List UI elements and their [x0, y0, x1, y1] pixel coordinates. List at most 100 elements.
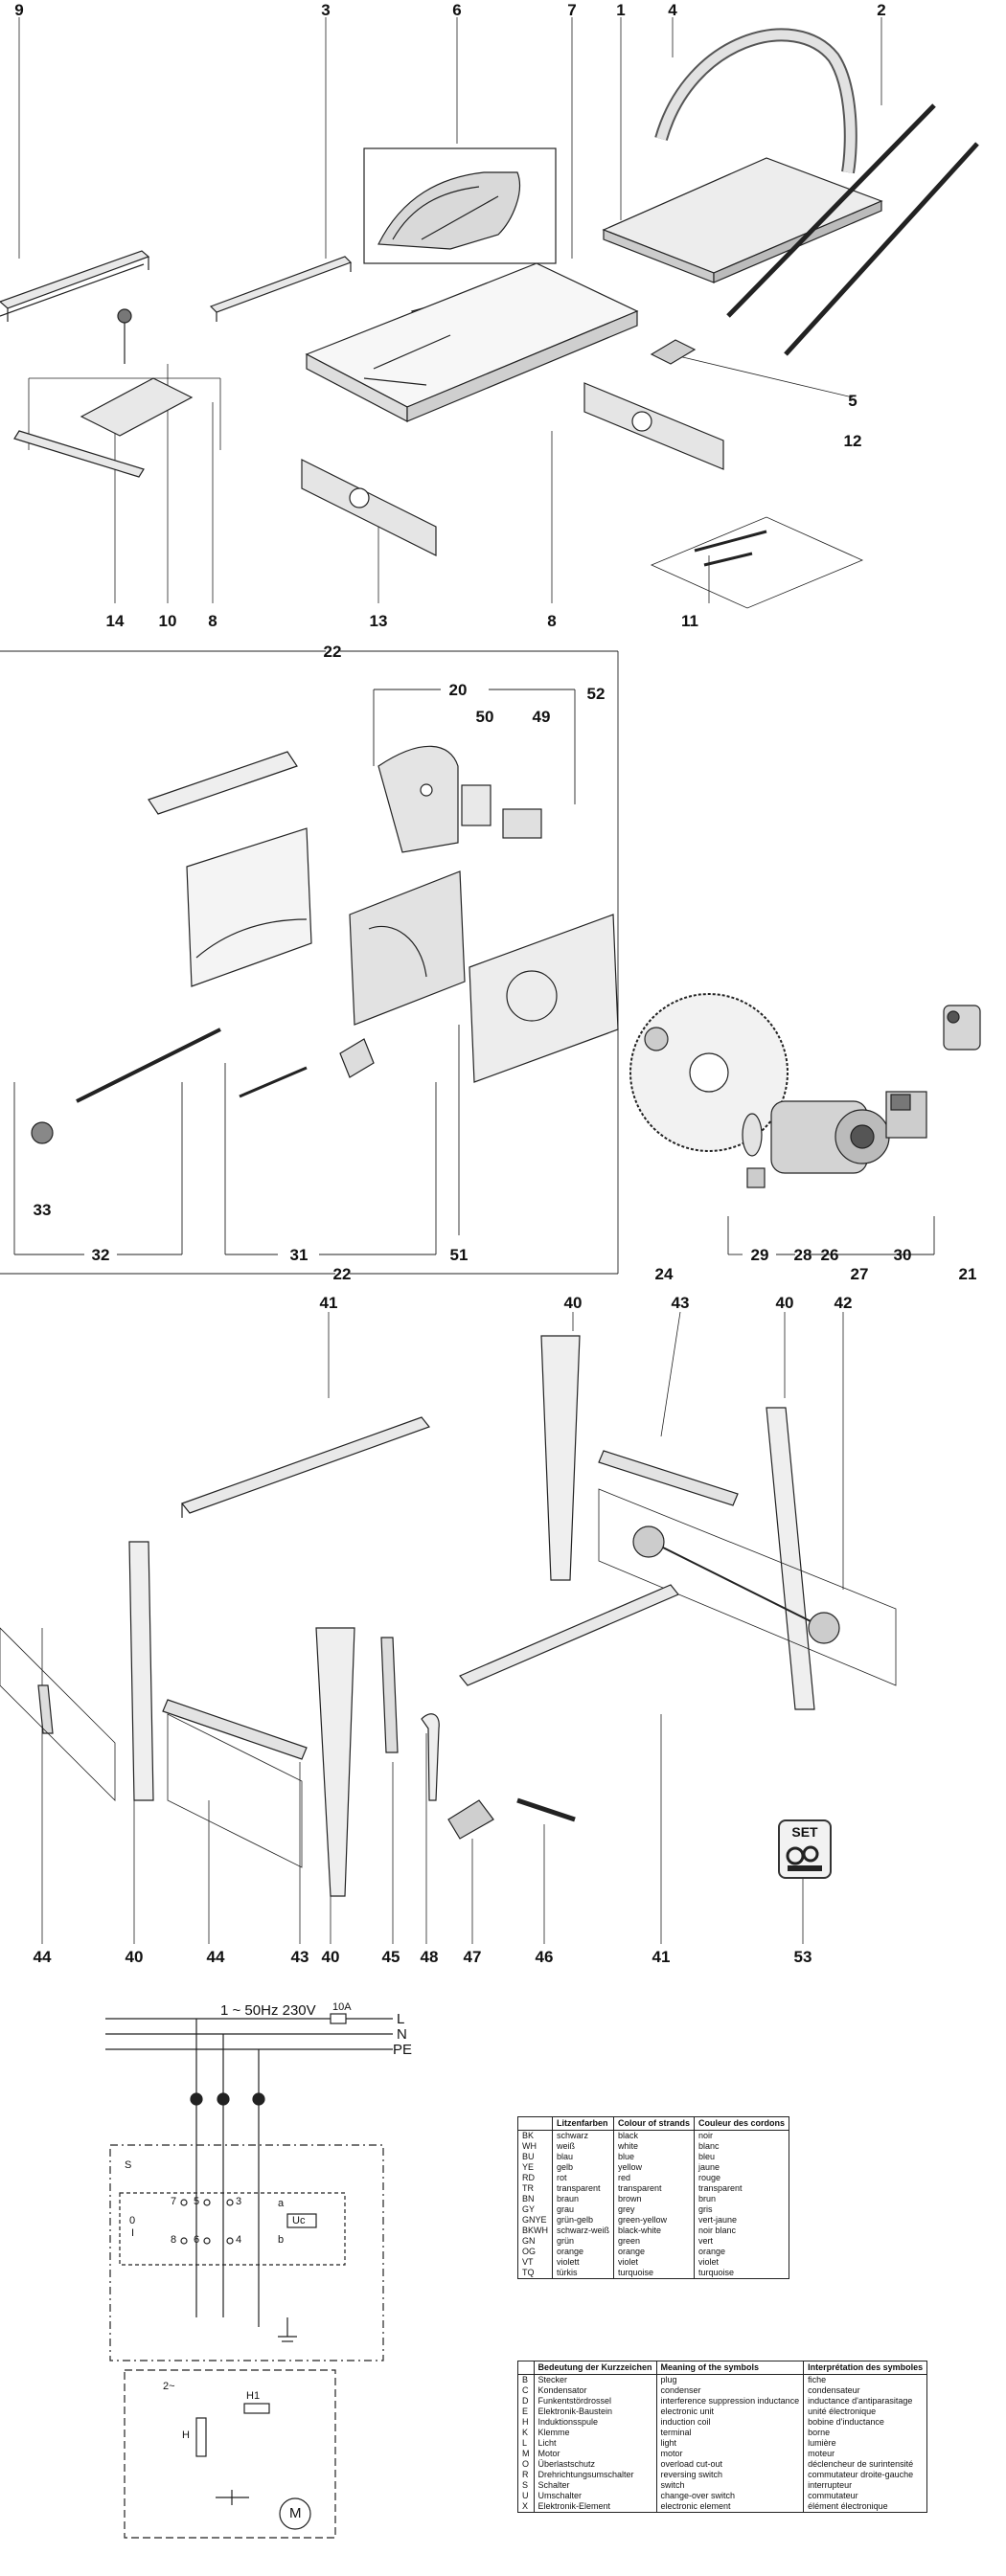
colour-table-header	[517, 2116, 553, 2131]
symbol-table-cell: interrupteur	[803, 2480, 927, 2491]
contact-7: 7	[171, 2196, 177, 2207]
main-cradle	[349, 870, 619, 1083]
colour-table-cell: GY	[522, 2204, 536, 2214]
set-badge-label: SET	[791, 1824, 818, 1840]
colour-table-cell: GNYE	[522, 2215, 547, 2225]
set-badge: SET	[778, 1819, 832, 1879]
part-11-stickers	[650, 516, 864, 609]
line-label-n: N	[397, 2026, 407, 2043]
callout-stand-11: 48	[420, 1948, 439, 1966]
colour-table-cell: yellow	[613, 2162, 695, 2173]
colour-table-cell: grey	[613, 2204, 695, 2215]
callout-stand-8: 43	[290, 1948, 309, 1966]
colour-table-cell: BN	[522, 2194, 535, 2203]
callout-top-0: 9	[14, 1, 24, 19]
ex-label: 2~	[163, 2381, 175, 2392]
callout-stand-3: 40	[775, 1294, 794, 1312]
uc-label: Uc	[292, 2215, 306, 2226]
terminal-b: b	[278, 2234, 285, 2246]
symbol-table-cell: O	[522, 2459, 530, 2469]
callout-top-4: 1	[616, 1, 626, 19]
colour-table-header: Couleur des cordons	[694, 2116, 789, 2131]
colour-table-cell: white	[613, 2141, 695, 2152]
symbol-table-cell: condensateur	[803, 2385, 927, 2396]
h1-label: H1	[246, 2390, 261, 2402]
symbol-table-cell: plug	[655, 2374, 804, 2385]
callout-stand-13: 46	[535, 1948, 554, 1966]
switch-zero: 0	[129, 2215, 136, 2226]
callout-stand-5: 44	[33, 1948, 52, 1966]
contact-4: 4	[236, 2234, 242, 2246]
symbol-table-cell: C	[522, 2385, 529, 2395]
part-49-block	[502, 808, 542, 839]
callout-group22-14: 27	[850, 1265, 869, 1283]
motor-label: M	[289, 2505, 302, 2521]
part-2-support-struts	[726, 103, 979, 356]
symbol-table-cell: Elektronik-Baustein	[533, 2407, 657, 2417]
callout-stand-15: 53	[793, 1948, 812, 1966]
part-47-clamp	[447, 1799, 494, 1840]
symbol-table-cell: X	[522, 2501, 529, 2511]
colour-table-cell: bleu	[694, 2152, 789, 2162]
symbol-table-cell: fiche	[803, 2374, 927, 2385]
callout-group22-6: 32	[91, 1246, 110, 1264]
symbol-table-cell: switch	[655, 2480, 804, 2491]
callout-group22-15: 30	[893, 1246, 912, 1264]
part-40-leg-left	[128, 1541, 154, 1801]
part-21-switch	[943, 1005, 981, 1051]
symbol-table-cell: H	[522, 2417, 529, 2427]
callout-stand-7: 44	[206, 1948, 225, 1966]
callout-group22-4: 52	[586, 685, 606, 703]
colour-table-cell: gelb	[551, 2162, 614, 2173]
colour-table-cell: brown	[613, 2194, 695, 2204]
symbol-table-cell: R	[522, 2470, 529, 2479]
colour-table-cell: rouge	[694, 2173, 789, 2183]
colour-table-cell: schwarz	[551, 2130, 614, 2141]
symbol-table-cell: lumière	[803, 2438, 927, 2449]
colour-table-cell: green-yellow	[613, 2215, 695, 2226]
symbol-table-cell: commutateur droite-gauche	[803, 2470, 927, 2480]
colour-table-header: Litzenfarben	[551, 2116, 614, 2131]
callout-top-12: 8	[208, 612, 217, 630]
callout-top-14: 8	[547, 612, 557, 630]
colour-table-cell: turquoise	[694, 2268, 789, 2279]
callout-top-1: 3	[321, 1, 331, 19]
colour-table-cell: orange	[551, 2247, 614, 2257]
callout-top-9: 11	[681, 612, 698, 630]
part-1-extension-table	[602, 157, 883, 283]
symbol-table-cell: Induktionsspule	[533, 2417, 657, 2428]
stand-leader-lines	[41, 1311, 844, 1944]
symbol-table-cell: motor	[655, 2449, 804, 2459]
colour-table-cell: OG	[522, 2247, 537, 2256]
symbol-table-cell: L	[522, 2438, 528, 2448]
symbol-table-cell: B	[522, 2375, 529, 2384]
supply-label: 1 ~ 50Hz 230V	[220, 2002, 316, 2019]
symbol-table-cell: S	[522, 2480, 529, 2490]
symbol-table-cell: E	[522, 2407, 529, 2416]
colour-table-cell: grün	[551, 2236, 614, 2247]
callout-group22-0: 22	[323, 643, 342, 661]
part-41-lower-rail	[459, 1584, 679, 1686]
symbol-table-cell: overload cut-out	[655, 2459, 804, 2470]
colour-table-cell: türkis	[551, 2268, 614, 2279]
group-22-frame	[0, 650, 935, 1275]
colour-table-cell: transparent	[694, 2183, 789, 2194]
part-43-cross-member	[598, 1450, 739, 1506]
callout-group22-16: 21	[958, 1265, 977, 1283]
callout-group22-12: 28	[793, 1246, 812, 1264]
symbol-table-cell: Drehrichtungsumschalter	[533, 2470, 657, 2480]
callout-top-8: 12	[843, 432, 862, 450]
callout-stand-0: 41	[319, 1294, 338, 1312]
symbol-table-cell: K	[522, 2428, 529, 2437]
